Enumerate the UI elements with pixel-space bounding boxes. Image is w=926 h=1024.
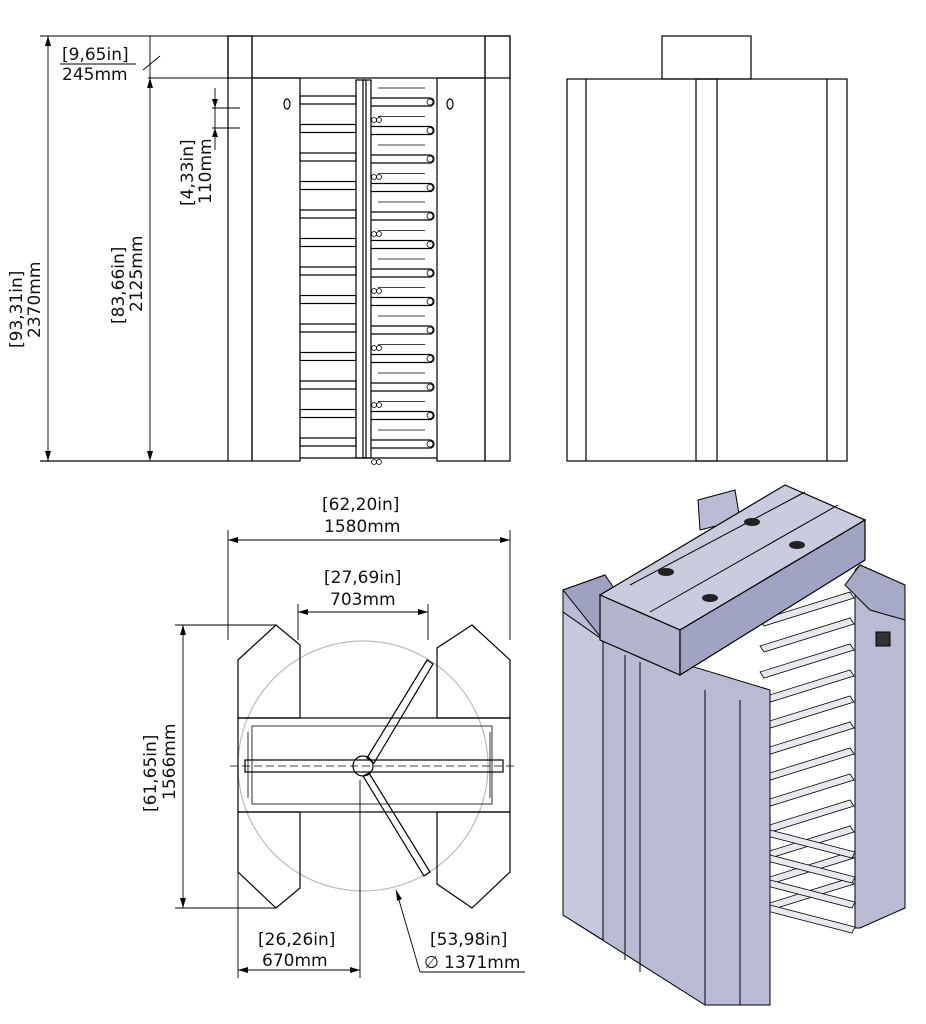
rotor-arm <box>371 154 435 164</box>
iso-bar <box>759 617 855 653</box>
rotor-diameter-mm: 1371mm <box>444 953 520 973</box>
dim-passage-width: [27,69in] 703mm <box>324 568 401 610</box>
top-cap-in: [9,65in] <box>62 45 129 65</box>
bolt <box>371 402 377 408</box>
bolt <box>371 288 377 294</box>
dim-half-width: [26,26in] 670mm <box>258 930 335 971</box>
front-dimensions <box>40 35 240 461</box>
fixed-bar <box>299 294 357 305</box>
rotor-arm <box>371 382 435 392</box>
fixed-bar <box>299 180 357 191</box>
fixed-bar <box>299 380 357 390</box>
bolt <box>376 402 382 408</box>
dim-overall-depth: [61,65in] 1566mm <box>141 724 180 812</box>
top-view <box>230 624 515 909</box>
fixed-bar <box>299 123 357 134</box>
arm-end-cap <box>426 184 434 191</box>
iso-bar-lower <box>766 904 856 934</box>
fixed-bar <box>299 95 357 105</box>
overall-depth-mm: 1566mm <box>160 724 180 800</box>
dim-top-cap: [9,65in] 245mm <box>60 45 136 85</box>
arm-end-cap <box>426 440 434 448</box>
arm-end-cap <box>426 383 434 391</box>
arm-end-cap <box>426 298 434 305</box>
arm-end-cap <box>426 269 434 277</box>
bolt <box>371 459 377 465</box>
overall-width-in: [62,20in] <box>322 495 399 515</box>
fixed-bar <box>299 209 357 219</box>
rotor-arm <box>371 325 435 335</box>
bolt <box>371 174 377 180</box>
fixed-bar <box>299 237 357 248</box>
arm-end-cap <box>426 212 434 220</box>
arm-end-cap <box>426 127 434 134</box>
bolt <box>376 288 382 294</box>
overall-depth-in: [61,65in] <box>141 735 161 812</box>
bolt <box>376 231 382 237</box>
total-height-in: [93,31in] <box>7 271 27 348</box>
dim-body-height: [83,66in] 2125mm <box>109 236 147 324</box>
fixed-bar <box>299 152 357 162</box>
passage-width-mm: 703mm <box>330 590 396 610</box>
fixed-bar <box>299 408 357 419</box>
bolt <box>376 345 382 351</box>
bar-pitch-in: [4,33in] <box>178 139 198 206</box>
arm-end-cap <box>426 241 434 248</box>
isometric-view <box>562 484 906 1006</box>
rotor-arm <box>371 125 435 136</box>
bolt <box>371 345 377 351</box>
body-height-mm: 2125mm <box>127 236 147 312</box>
half-width-in: [26,26in] <box>258 930 335 950</box>
bolt <box>376 117 382 123</box>
rotor-arm <box>371 439 435 449</box>
diameter-symbol: ∅ <box>424 953 439 973</box>
arm-end-cap <box>426 412 434 419</box>
rotor-arm <box>371 182 435 193</box>
arm-end-cap <box>426 98 434 106</box>
half-width-mm: 670mm <box>262 951 328 971</box>
rotor-arm <box>371 211 435 221</box>
top-cap-mm: 245mm <box>62 65 128 85</box>
overall-width-mm: 1580mm <box>324 517 400 537</box>
rotor-diameter-in: [53,98in] <box>430 930 507 950</box>
fixed-bar <box>299 266 357 276</box>
fixed-bar <box>299 437 357 447</box>
top-dimensions <box>175 530 525 978</box>
dim-rotor-diameter: [53,98in] ∅ 1371mm <box>424 930 520 973</box>
rotor-arm <box>371 296 435 307</box>
dim-overall-width: [62,20in] 1580mm <box>322 495 400 537</box>
bolt <box>376 174 382 180</box>
iso-bar <box>759 643 855 679</box>
bolt <box>371 117 377 123</box>
arm-end-cap <box>426 355 434 362</box>
bolt <box>371 231 377 237</box>
side-view <box>566 35 848 462</box>
dim-bar-pitch: [4,33in] 110mm <box>178 138 216 206</box>
bolt <box>376 459 382 465</box>
rotor-arm <box>371 410 435 421</box>
front-view <box>40 35 511 465</box>
total-height-mm: 2370mm <box>25 262 45 338</box>
passage-width-in: [27,69in] <box>324 568 401 588</box>
fixed-bar <box>299 323 357 333</box>
rotor-arm <box>371 97 435 107</box>
rotor-arm <box>371 353 435 364</box>
arm-end-cap <box>426 155 434 163</box>
dim-total-height: [93,31in] 2370mm <box>7 262 45 348</box>
fixed-bar <box>299 351 357 362</box>
arm-end-cap <box>426 326 434 334</box>
rotor-arm <box>371 268 435 278</box>
bar-pitch-mm: 110mm <box>196 138 216 204</box>
body-height-in: [83,66in] <box>109 247 129 324</box>
rotor-arm <box>371 239 435 250</box>
